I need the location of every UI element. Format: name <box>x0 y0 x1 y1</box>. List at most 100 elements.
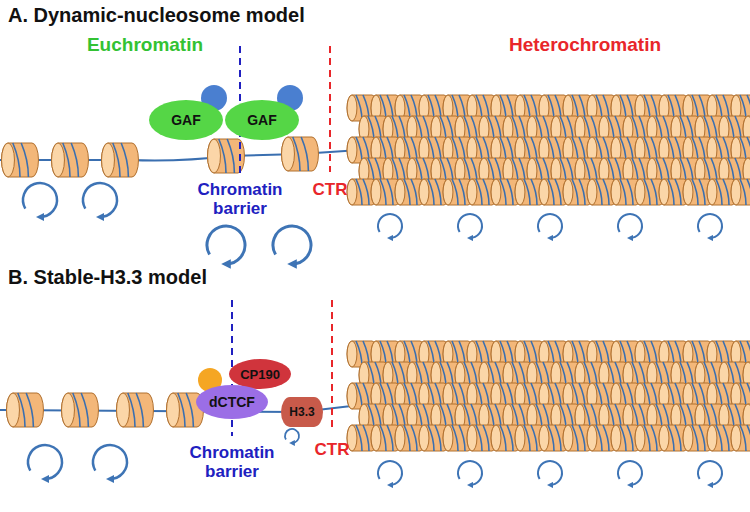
nucleosome <box>7 393 44 427</box>
dna-wrap <box>627 425 633 451</box>
dna-wrap <box>71 143 78 177</box>
nucleosome-body <box>208 139 245 173</box>
dna-wrap <box>699 179 705 205</box>
dna-wrap <box>507 179 513 205</box>
dna-wrap <box>483 425 489 451</box>
supercoil-arrow <box>458 461 482 485</box>
dna-wrap <box>579 179 585 205</box>
dna-wrap <box>723 179 729 205</box>
dna-wrap <box>483 179 489 205</box>
nucleosome-face <box>515 179 525 205</box>
dna-wrap <box>219 139 226 173</box>
nucleosome-face <box>371 425 381 451</box>
dna-wrap <box>500 179 506 205</box>
protein-node: GAF <box>149 100 223 140</box>
dna-wrap <box>500 425 506 451</box>
dna-wrap <box>644 425 650 451</box>
dna-wrap <box>531 179 537 205</box>
dna-wrap <box>452 425 458 451</box>
protein-name: GAF <box>247 112 277 128</box>
dna-wrap <box>524 425 530 451</box>
region-label: Heterochromatin <box>509 34 661 56</box>
nucleosome-face <box>731 425 741 451</box>
protein-name: CP190 <box>240 367 280 382</box>
dna-wrap <box>411 179 417 205</box>
nucleosome-face <box>62 393 75 427</box>
nucleosome-face <box>167 393 180 427</box>
dna-wrap <box>73 393 80 427</box>
dna-wrap <box>387 425 393 451</box>
dna-wrap <box>435 425 441 451</box>
supercoil-arrow <box>618 461 642 485</box>
supercoil-arrow <box>378 461 402 485</box>
dna-wrap <box>356 179 362 205</box>
nucleosome-body <box>731 179 750 205</box>
supercoil-arrow <box>28 445 62 479</box>
ctr-label: CTR <box>315 440 350 460</box>
nucleosome-face <box>683 425 693 451</box>
nucleosome-face <box>563 425 573 451</box>
dna-wrap <box>411 425 417 451</box>
dna-wrap <box>428 425 434 451</box>
dna-wrap <box>699 425 705 451</box>
nucleosome-face <box>347 383 357 409</box>
nucleosome <box>117 393 154 427</box>
dna-wrap <box>452 179 458 205</box>
dna-wrap <box>293 137 300 171</box>
nucleosome-face <box>347 179 357 205</box>
dna-wrap <box>186 393 193 427</box>
supercoil-arrow <box>93 445 127 479</box>
nucleosome-body <box>117 393 154 427</box>
protein-name: dCTCF <box>209 394 255 410</box>
nucleosome-face <box>347 137 357 163</box>
nucleosome-face <box>563 179 573 205</box>
nucleosome-face <box>102 143 115 177</box>
nucleosome-face <box>419 425 429 451</box>
nucleosome-face <box>282 137 295 171</box>
dna-wrap <box>555 179 561 205</box>
dna-wrap <box>620 425 626 451</box>
nucleosome <box>731 425 750 451</box>
supercoil-arrow <box>698 214 722 238</box>
panel-title: A. Dynamic-nucleosome model <box>8 4 305 27</box>
dna-wrap <box>113 143 120 177</box>
nucleosome-face <box>443 179 453 205</box>
dna-wrap <box>356 137 362 163</box>
dna-wrap <box>603 425 609 451</box>
dna-wrap <box>507 425 513 451</box>
supercoil-arrow <box>83 183 117 217</box>
nucleosome <box>731 179 750 205</box>
dna-wrap <box>356 383 362 409</box>
supercoil-arrow <box>698 461 722 485</box>
dna-wrap <box>692 179 698 205</box>
dna-wrap <box>747 179 750 205</box>
nucleosome-body <box>7 393 44 427</box>
dna-wrap <box>63 143 70 177</box>
dna-wrap <box>596 179 602 205</box>
nucleosome-face <box>2 143 15 177</box>
dna-wrap <box>476 425 482 451</box>
nucleosome <box>62 393 99 427</box>
supercoil-arrow <box>207 226 245 264</box>
nucleosome-face <box>611 425 621 451</box>
nucleosome-face <box>371 179 381 205</box>
dna-wrap <box>18 393 25 427</box>
dna-wrap <box>572 179 578 205</box>
dna-wrap <box>301 137 308 171</box>
dna-wrap <box>579 425 585 451</box>
supercoil-arrow <box>273 226 311 264</box>
nucleosome <box>2 143 39 177</box>
protein-name: GAF <box>171 112 201 128</box>
dna-wrap <box>387 179 393 205</box>
nucleosome-body <box>282 137 319 171</box>
nucleosome-face <box>683 179 693 205</box>
dna-wrap <box>603 179 609 205</box>
nucleosome-body <box>2 143 39 177</box>
dna-wrap <box>572 425 578 451</box>
nucleosome-face <box>7 393 20 427</box>
supercoil-arrow <box>378 214 402 238</box>
nucleosome-body <box>52 143 89 177</box>
dna-wrap <box>675 179 681 205</box>
